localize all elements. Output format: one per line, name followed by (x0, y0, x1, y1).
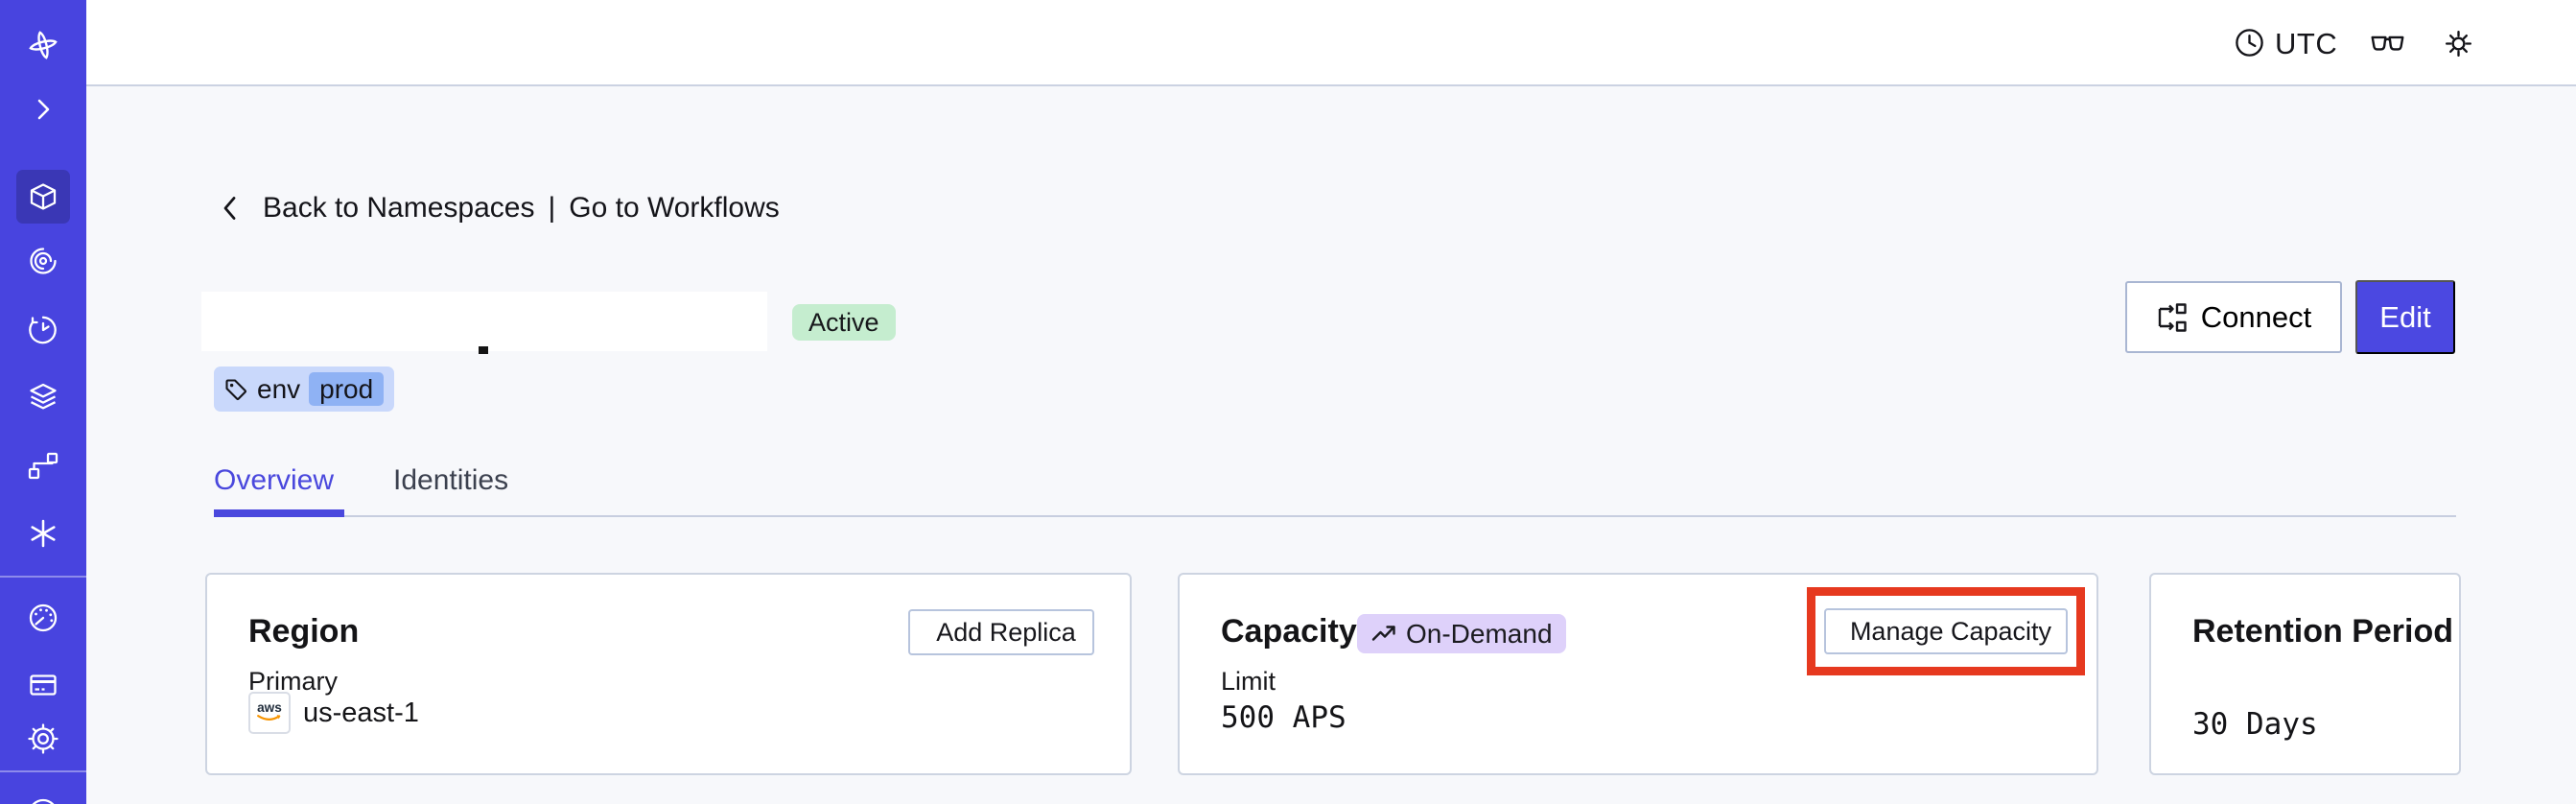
primary-label: Primary (248, 667, 338, 696)
namespace-title-artifact (479, 346, 488, 354)
nexus-icon[interactable] (27, 517, 59, 550)
sidebar-divider (0, 770, 86, 772)
clock-icon[interactable] (2234, 27, 2265, 59)
go-to-workflows-link[interactable]: Go to Workflows (569, 192, 780, 224)
capacity-card-title: Capacity (1221, 613, 1357, 650)
temporal-logo[interactable] (27, 29, 59, 61)
manage-capacity-label: Manage Capacity (1849, 616, 2052, 646)
add-replica-button[interactable]: Add Replica (908, 609, 1094, 655)
connect-button[interactable]: Connect (2125, 281, 2342, 353)
status-badge: Active (792, 304, 896, 341)
retention-value: 30 Days (2192, 707, 2318, 742)
retention-card: Retention Period 30 Days (2149, 573, 2461, 775)
usage-icon[interactable] (27, 602, 59, 634)
connect-label: Connect (2200, 299, 2312, 334)
tab-overview[interactable]: Overview (214, 464, 335, 496)
limit-label: Limit (1221, 667, 1276, 696)
sidebar-nav (0, 0, 86, 804)
retention-card-title: Retention Period (2192, 613, 2454, 650)
on-demand-badge: On-Demand (1357, 614, 1566, 653)
svg-text:aws: aws (257, 700, 282, 715)
connect-icon (2156, 301, 2189, 334)
deployments-icon[interactable] (27, 381, 59, 414)
back-to-namespaces-link[interactable]: Back to Namespaces (263, 192, 535, 224)
billing-icon[interactable] (27, 669, 59, 701)
add-replica-label: Add Replica (936, 617, 1076, 647)
pipelines-icon[interactable] (27, 450, 59, 483)
tab-identities[interactable]: Identities (393, 464, 509, 496)
on-demand-label: On-Demand (1406, 618, 1553, 649)
back-chevron-icon[interactable] (217, 194, 246, 223)
tabs-border (214, 515, 2456, 517)
support-icon[interactable] (27, 794, 59, 804)
schedules-icon[interactable] (27, 314, 59, 346)
tag-value: prod (309, 372, 385, 406)
edit-button[interactable]: Edit (2355, 280, 2455, 354)
manage-capacity-button[interactable]: Manage Capacity (1824, 608, 2068, 654)
namespaces-icon[interactable] (27, 180, 59, 213)
breadcrumb-separator: | (548, 192, 556, 224)
aws-logo: aws (248, 692, 291, 734)
glasses-icon[interactable] (2370, 26, 2405, 61)
tag-key: env (257, 373, 301, 404)
region-card: Region Add Replica Primary aws (205, 573, 1132, 775)
region-value: us-east-1 (303, 697, 419, 728)
light-mode-icon[interactable] (2442, 27, 2475, 60)
settings-icon[interactable] (27, 722, 59, 755)
primary-region-row: aws us-east-1 (248, 692, 419, 734)
highlight-box: Manage Capacity (1807, 587, 2085, 675)
breadcrumb: Back to Namespaces | Go to Workflows (217, 192, 780, 225)
edit-label: Edit (2379, 299, 2431, 334)
namespace-title-redaction (201, 292, 767, 351)
namespace-tag: env prod (214, 367, 395, 412)
limit-value: 500 APS (1221, 700, 1347, 735)
trending-up-icon (1370, 621, 1397, 648)
workflows-icon[interactable] (27, 245, 59, 277)
expand-chevron-icon[interactable] (27, 93, 59, 126)
region-card-title: Region (248, 613, 360, 650)
capacity-card: Capacity On-Demand (1178, 573, 2098, 775)
active-tab-underline (214, 509, 344, 517)
timezone-label[interactable]: UTC (2275, 27, 2338, 60)
sidebar-divider (0, 576, 86, 578)
tab-bar: Overview Identities (214, 464, 508, 497)
tag-icon (223, 377, 248, 402)
topbar: UTC (86, 0, 2576, 86)
